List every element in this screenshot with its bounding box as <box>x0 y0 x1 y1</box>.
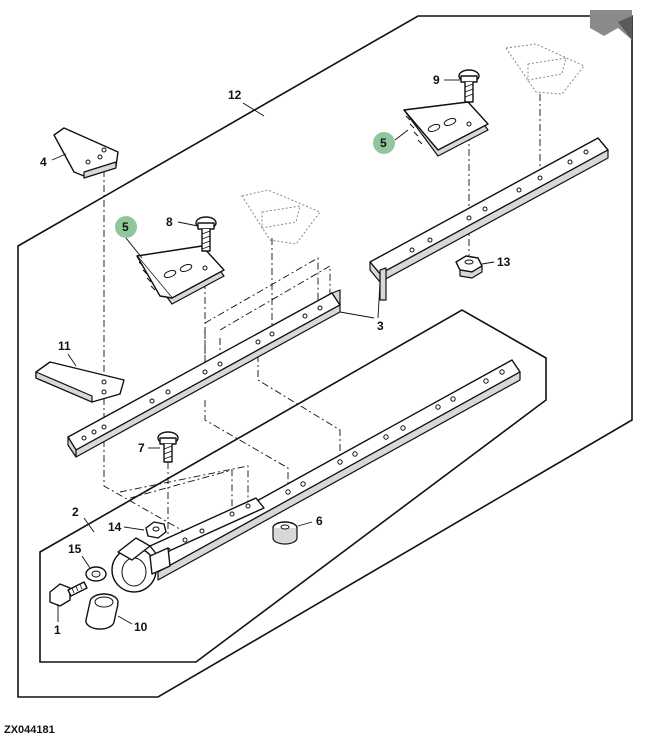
callout-5-left: 5 <box>122 220 129 234</box>
callout-7: 7 <box>138 441 145 455</box>
callout-15: 15 <box>68 542 82 556</box>
callout-1: 1 <box>54 623 61 637</box>
callout-6: 6 <box>316 514 323 528</box>
knife-bar <box>149 359 521 581</box>
corner-logo-icon <box>590 10 632 40</box>
callout-8: 8 <box>166 215 173 229</box>
callout-13: 13 <box>497 255 511 269</box>
callout-4: 4 <box>40 155 47 169</box>
back-bar-holes <box>81 305 323 441</box>
callout-14: 14 <box>108 520 122 534</box>
callout-5-right: 5 <box>380 136 387 150</box>
bolt-9-icon <box>458 69 480 103</box>
assembly-frame-inner <box>39 309 547 663</box>
ghost-knife-section-right <box>505 43 585 95</box>
bushing-10-icon <box>85 593 119 630</box>
hold-down-plate <box>53 127 119 179</box>
wear-plate <box>35 361 125 403</box>
washer-15-icon <box>85 566 107 582</box>
nut-6-icon <box>272 521 298 545</box>
bolt-8-icon <box>195 216 217 252</box>
highlight-marker-5-left <box>115 216 137 238</box>
callout-10: 10 <box>134 620 148 634</box>
knife-section-right <box>403 101 489 157</box>
callout-2: 2 <box>72 505 79 519</box>
bolt-7-icon <box>157 431 179 463</box>
callout-3: 3 <box>377 319 384 333</box>
knife-section-left <box>136 245 225 305</box>
highlight-marker-5-right <box>373 132 395 154</box>
knife-head-icon <box>111 537 171 593</box>
callout-12: 12 <box>228 88 242 102</box>
nut-14-icon <box>145 521 167 539</box>
ghost-knife-section-left <box>241 189 321 245</box>
callout-11: 11 <box>58 339 71 353</box>
figure-code: ZX044181 <box>4 724 55 736</box>
nut-13-icon <box>455 255 483 279</box>
upper-bar-holes <box>409 149 589 253</box>
callout-9: 9 <box>433 73 440 87</box>
assembly-frame-outer <box>17 15 633 698</box>
leader-lines <box>51 79 495 625</box>
bolt-1-icon <box>49 581 88 607</box>
